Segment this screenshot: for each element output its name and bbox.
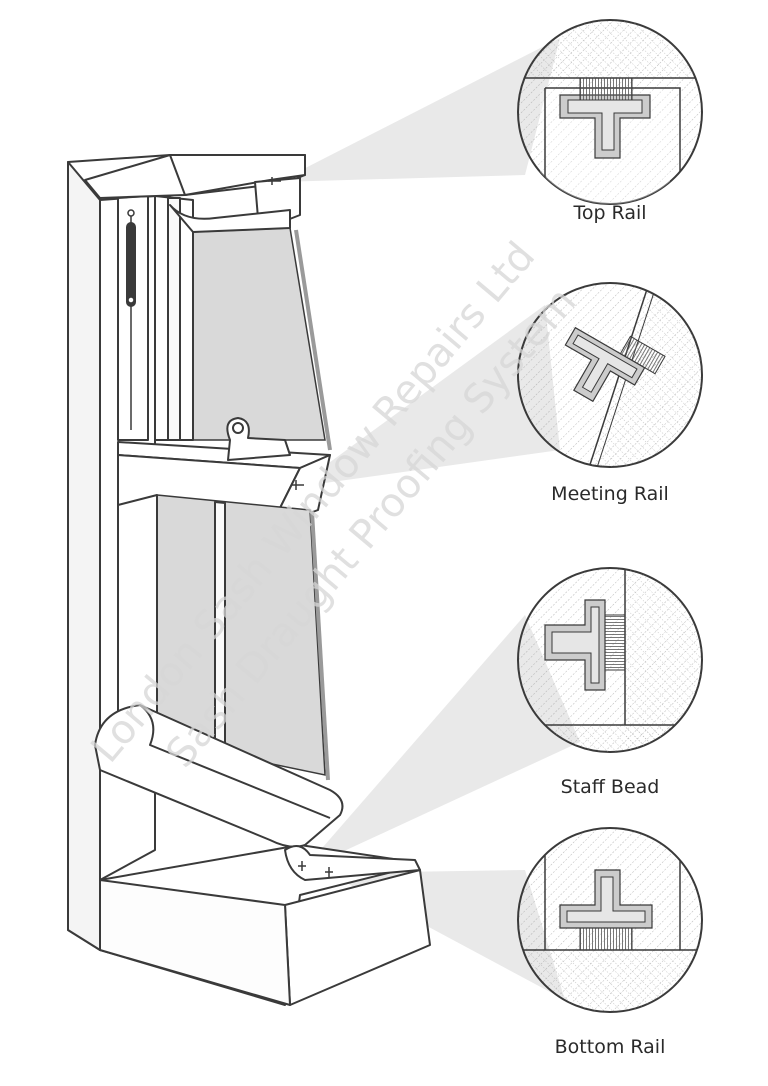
detail-top-rail <box>517 19 703 205</box>
detail-bottom-rail <box>517 827 703 1013</box>
cone-top-rail <box>278 38 560 182</box>
section-markers <box>268 177 333 877</box>
upper-glass <box>192 227 326 441</box>
sash-weight <box>126 209 136 430</box>
label-top-rail: Top Rail <box>573 202 647 224</box>
cone-meeting-rail <box>296 305 560 487</box>
label-bottom-rail: Bottom Rail <box>554 1036 666 1058</box>
detail-staff-bead <box>517 567 703 753</box>
upper-sash <box>84 154 332 451</box>
lower-sash <box>94 494 421 881</box>
label-staff-bead: Staff Bead <box>560 776 660 798</box>
cone-staff-bead <box>303 615 580 870</box>
label-meeting-rail: Meeting Rail <box>551 483 669 505</box>
